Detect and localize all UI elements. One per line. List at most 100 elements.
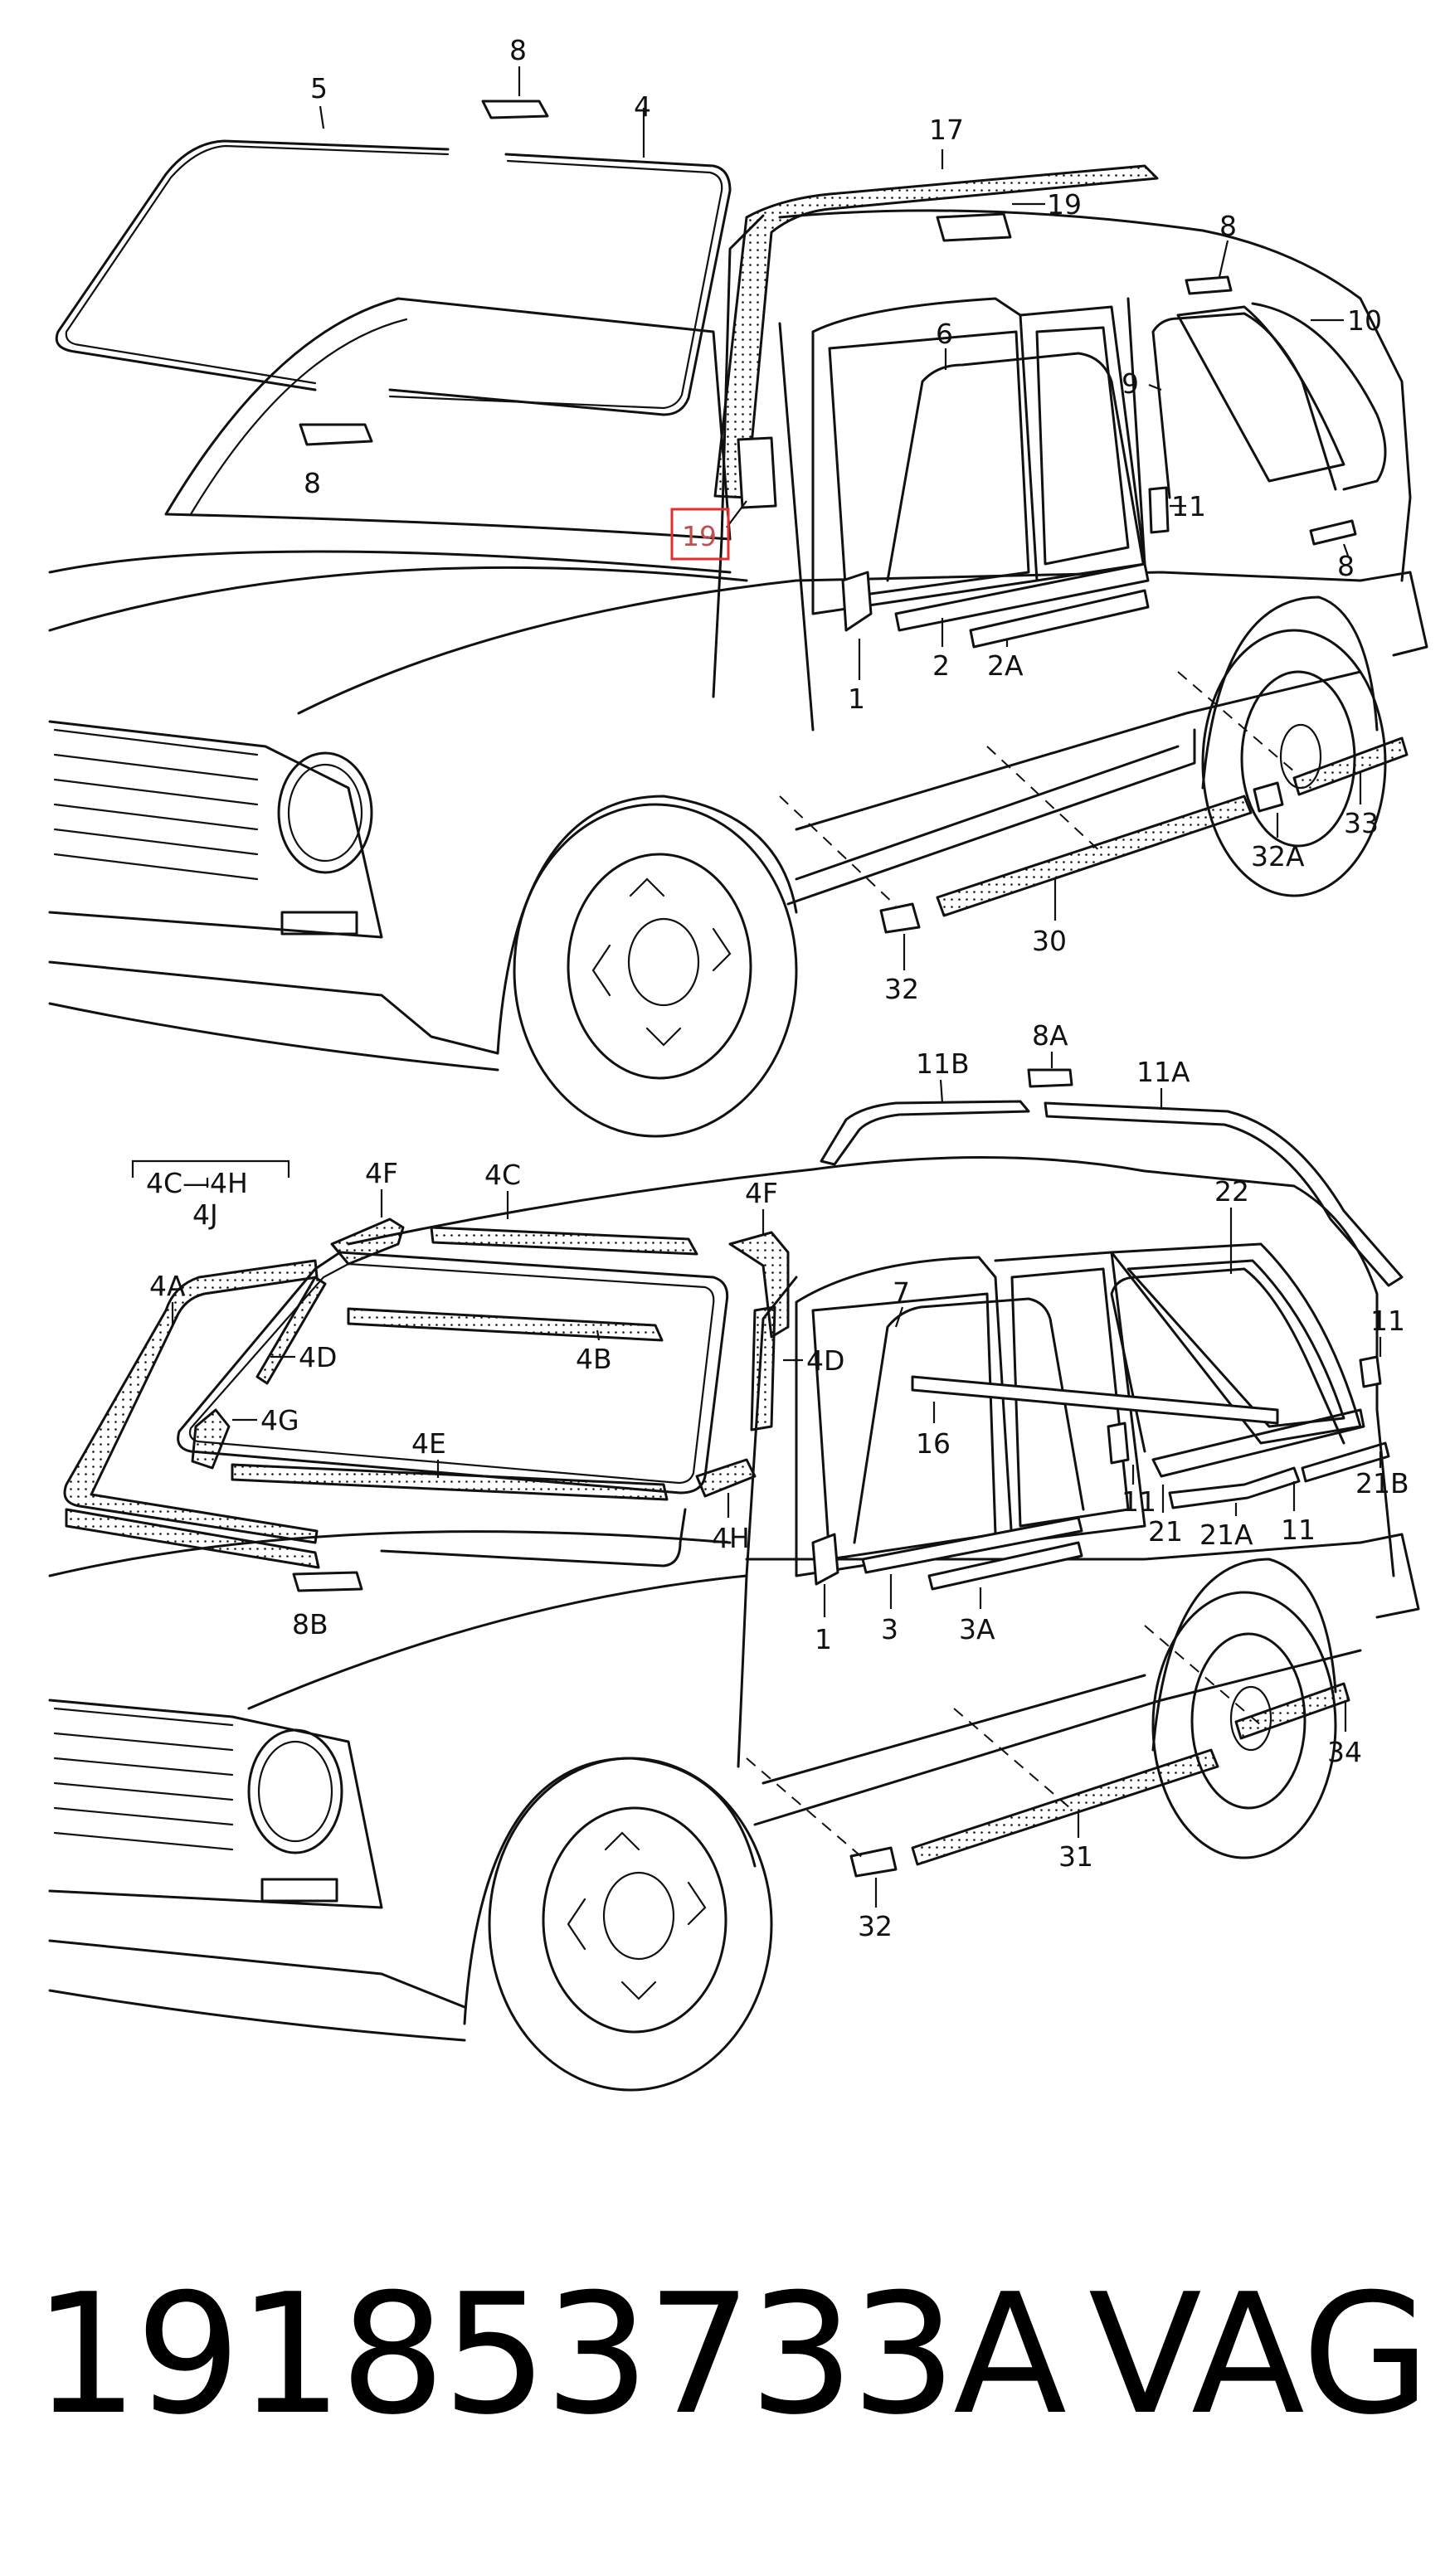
sill-moulding-34 [1234,1682,1350,1740]
callout-17: 17 [929,114,964,146]
seal-4G [191,1408,231,1470]
windshield-trim-4 [388,153,732,416]
clip-8-hood [299,423,373,446]
callout-2A: 2A [987,649,1024,682]
moulding-21 [1151,1408,1365,1478]
clip-11-b2 [1359,1355,1382,1388]
callout-16: 16 [916,1427,951,1460]
top-leaders [319,66,1362,970]
callout-1-bottom: 1 [815,1623,832,1655]
clip-11-b1 [1107,1422,1130,1465]
callout-31: 31 [1058,1840,1093,1873]
seal-4B [347,1307,664,1342]
clip-8-rear [1185,275,1233,295]
highlight-box [670,508,730,561]
callout-5: 5 [310,72,328,104]
callout-33: 33 [1344,807,1379,839]
sill-moulding-31 [911,1748,1219,1866]
bottom-rear-wheel [1151,1591,1337,1859]
callout-19-a: 19 [1047,188,1082,221]
callout-21A: 21A [1199,1519,1253,1551]
clip-32-top [879,902,921,934]
callout-21: 21 [1148,1515,1183,1548]
callout-4F-b: 4F [745,1177,778,1209]
clip-19-pillar [737,436,777,509]
callout-11-b: 11 [1370,1305,1405,1337]
part-number: 191853733A [33,2258,1067,2452]
bottom-leaders [131,1052,1382,1908]
top-grille [53,728,259,881]
clip-8-top [481,100,549,119]
top-parts [55,100,1409,934]
callout-8-b: 8 [1219,210,1237,242]
callout-8-c: 8 [1337,550,1355,582]
top-callouts: 5 8 4 17 19 8 10 6 9 11 8 8 1 2 2A 33 32… [304,34,1382,1005]
cowl-trim-right [380,1508,687,1567]
clip-1-top [841,571,873,632]
roof-moulding-17 [713,164,1159,499]
cowl-trim [65,1508,320,1569]
callout-4A: 4A [149,1270,186,1302]
clip-32-bottom [849,1846,898,1878]
callout-8B: 8B [292,1608,328,1640]
callout-19-highlighted: 19 [682,520,717,552]
top-front-wheel [513,803,798,1138]
callout-4: 4 [634,90,651,123]
callout-10: 10 [1347,304,1382,337]
clip-11-top [1148,486,1170,534]
bottom-car-body [48,1155,1420,2092]
door-seal-7 [853,1297,1085,1544]
windshield-trim-5 [55,139,450,391]
callout-11A: 11A [1136,1056,1190,1088]
moulding-21B [1301,1441,1390,1483]
belt-moulding-2A [969,589,1150,649]
callout-34: 34 [1327,1736,1362,1768]
belt-moulding-2 [894,562,1150,632]
callout-11B: 11B [916,1047,970,1080]
belt-moulding-3A [927,1541,1083,1591]
callout-4C: 4C [484,1159,521,1191]
clip-19-roof [936,212,1012,242]
sill-moulding-30 [936,795,1253,917]
callout-32-bottom: 32 [858,1910,893,1942]
bottom-parts [63,1068,1404,1878]
brand-label: VAG [1088,2258,1431,2452]
callout-11-a: 11 [1171,490,1206,522]
clip-8A [1027,1068,1073,1088]
roof-rail-11B [820,1100,1030,1166]
callout-4H: 4H [712,1522,750,1554]
clip-32A [1253,781,1284,813]
seal-4F-left [330,1218,405,1266]
seal-4H [695,1458,757,1498]
trim-16 [911,1375,1279,1425]
seal-4E [231,1463,669,1501]
bottom-callouts: 11B 8A 11A 4C—4H 4J 4F 4C 4F 22 4A 11 4D… [146,1019,1409,1942]
windshield-glass-frame [177,1251,729,1495]
bottom-headlight [247,1728,343,1854]
clip-8B [292,1571,363,1592]
callout-9: 9 [1122,367,1139,400]
callout-4J: 4J [192,1198,218,1231]
belt-moulding-3 [861,1516,1083,1574]
callout-21B: 21B [1355,1467,1409,1499]
seal-4D-right [750,1305,776,1431]
callout-4E: 4E [411,1427,446,1460]
callout-3: 3 [881,1613,898,1645]
callout-4D-a: 4D [299,1341,337,1373]
top-headlight [277,751,373,874]
windshield-seal-4A [63,1259,319,1544]
callout-2: 2 [932,649,950,682]
callout-7: 7 [893,1276,910,1309]
callout-3A: 3A [959,1613,995,1645]
moulding-21A [1168,1466,1301,1509]
callout-4F-a: 4F [365,1157,398,1189]
callout-22: 22 [1214,1175,1249,1208]
top-car-body [48,209,1428,1138]
roof-rail-11A [1044,1101,1404,1287]
callout-4B: 4B [576,1343,612,1375]
seal-4C [430,1226,698,1256]
callout-8A: 8A [1032,1019,1068,1052]
parts-exploded-diagram: 5 8 4 17 19 8 10 6 9 11 8 8 1 2 2A 33 32… [48,34,1428,2092]
callout-32A: 32A [1251,840,1305,872]
callout-8-d: 8 [304,467,321,499]
